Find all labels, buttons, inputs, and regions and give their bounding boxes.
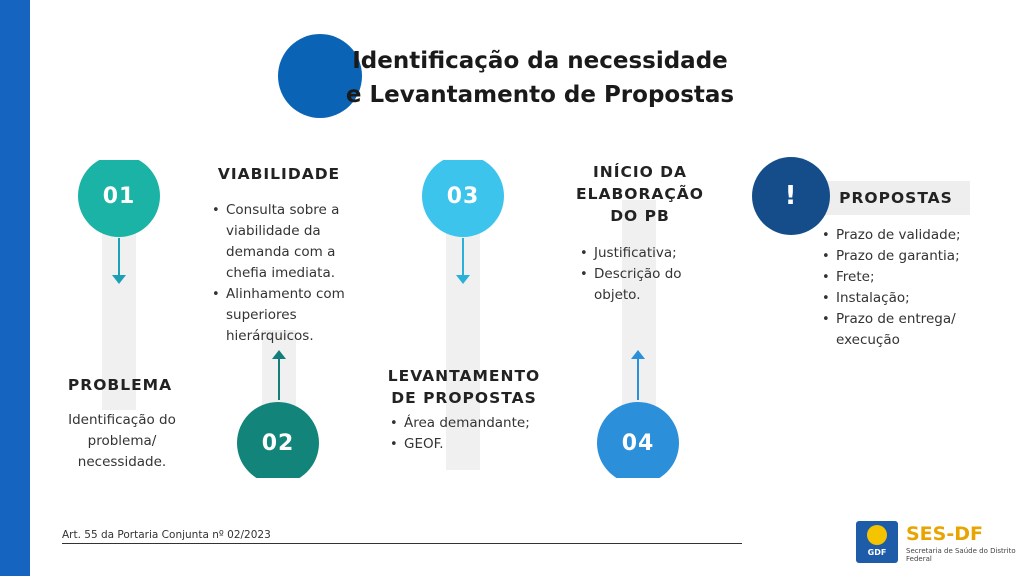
sun-emblem-icon bbox=[867, 525, 887, 545]
page-title: Identificação da necessidade e Levantame… bbox=[300, 44, 780, 112]
step-01-heading: PROBLEMA bbox=[67, 376, 173, 394]
step-01-number: 01 bbox=[102, 183, 136, 209]
gdf-badge-text: GDF bbox=[867, 548, 887, 557]
step-03-heading: LEVANTAMENTO DE PROPOSTAS bbox=[380, 365, 548, 409]
step-03-bullet: Área demandante; bbox=[388, 413, 548, 434]
step-03-down-arrow bbox=[456, 238, 470, 284]
legal-reference: Art. 55 da Portaria Conjunta nº 02/2023 bbox=[62, 529, 271, 541]
ses-df-logo-name: SES-DF bbox=[906, 523, 983, 545]
footer-divider bbox=[62, 543, 742, 544]
step-03-bullet: GEOF. bbox=[388, 434, 548, 455]
step-03-bullets: Área demandante; GEOF. bbox=[388, 413, 548, 455]
title-line-1: Identificação da necessidade bbox=[352, 48, 728, 74]
step-04-number: 04 bbox=[621, 430, 655, 456]
step-01-text: Identificação do problema/ necessidade. bbox=[68, 412, 176, 470]
step-05-bullets: Prazo de validade; Prazo de garantia; Fr… bbox=[820, 225, 990, 351]
exclamation-icon: ! bbox=[784, 181, 798, 211]
proposals-heading-box bbox=[822, 181, 970, 215]
step-02-bullet: Consulta sobre a viabilidade da demanda … bbox=[210, 200, 360, 284]
step-04-up-arrow bbox=[631, 350, 645, 400]
step-04-heading-line-2: ELABORAÇÃO bbox=[576, 185, 704, 203]
step-03-circle: 03 bbox=[422, 160, 504, 237]
step-02-number: 02 bbox=[261, 430, 295, 456]
step-03-heading-line-1: LEVANTAMENTO bbox=[387, 367, 541, 385]
step-05-bullet: Instalação; bbox=[820, 288, 990, 309]
step-04-heading-line-3: DO PB bbox=[610, 207, 670, 225]
step-04-bullet: Justificativa; bbox=[578, 243, 708, 264]
step-04-bullets: Justificativa; Descrição do objeto. bbox=[578, 243, 708, 306]
left-accent-bar bbox=[0, 0, 30, 576]
step-05-bullet: Frete; bbox=[820, 267, 990, 288]
step-05-bullet: Prazo de garantia; bbox=[820, 246, 990, 267]
step-02-bullets: Consulta sobre a viabilidade da demanda … bbox=[210, 200, 360, 347]
step-04-heading: INÍCIO DA ELABORAÇÃO DO PB bbox=[566, 161, 714, 227]
step-05-heading: PROPOSTAS bbox=[839, 189, 953, 207]
step-05-bullet: Prazo de entrega/ execução bbox=[820, 309, 990, 351]
step-03-heading-line-2: DE PROPOSTAS bbox=[391, 389, 537, 407]
step-04-bullet: Descrição do objeto. bbox=[578, 264, 708, 306]
step-02-heading: VIABILIDADE bbox=[217, 165, 341, 183]
step-02-circle: 02 bbox=[237, 402, 319, 478]
alert-circle: ! bbox=[752, 157, 830, 235]
ses-df-logo-subtitle: Secretaria de Saúde do Distrito Federal bbox=[906, 547, 1016, 563]
step-02-bullet: Alinhamento com superiores hierárquicos. bbox=[210, 284, 360, 347]
step-01-down-arrow bbox=[112, 238, 126, 284]
step-01-circle: 01 bbox=[78, 160, 160, 237]
step-04-heading-line-1: INÍCIO DA bbox=[592, 163, 688, 181]
step-02-up-arrow bbox=[272, 350, 286, 400]
title-decor-circle bbox=[278, 34, 362, 118]
step-04-circle: 04 bbox=[597, 402, 679, 478]
title-line-2: e Levantamento de Propostas bbox=[345, 82, 735, 108]
step-05-bullet: Prazo de validade; bbox=[820, 225, 990, 246]
step-03-number: 03 bbox=[446, 183, 480, 209]
